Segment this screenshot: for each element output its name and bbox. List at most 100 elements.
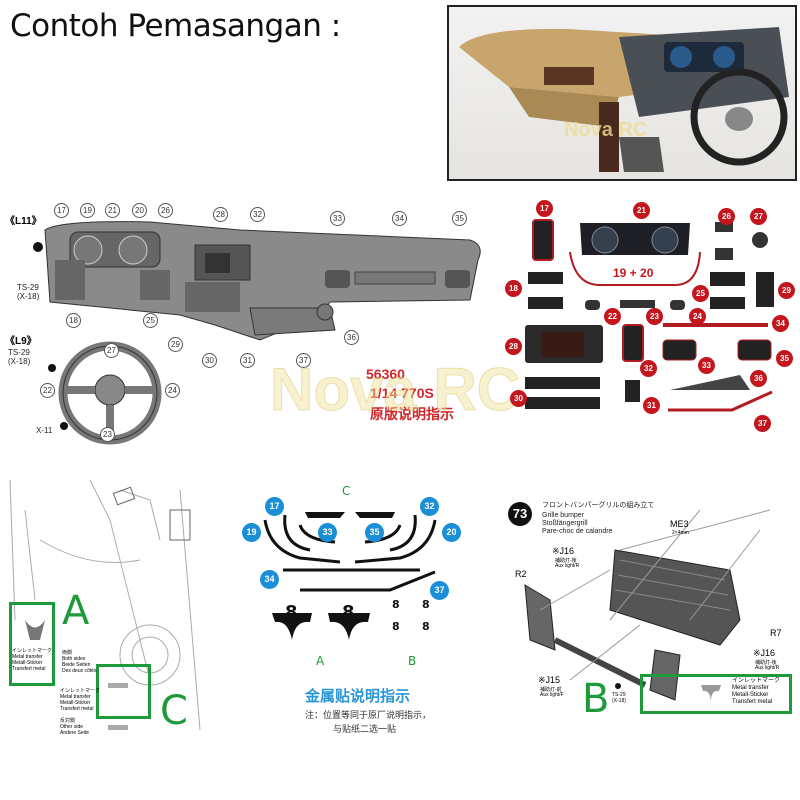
letter-a: A (62, 588, 90, 634)
j16-b-sub2: Aux light/R (755, 665, 780, 671)
model-number: 56360 (366, 366, 405, 382)
parts-callout-33: 33 (698, 357, 715, 374)
dash-callout-36: 36 (344, 330, 359, 345)
sticker-note-2: 与贴纸二选一贴 (333, 724, 397, 734)
dash-callout-32: 32 (250, 207, 265, 222)
label-l11: 《L11》 (5, 216, 42, 227)
metal-emblem-icon (701, 685, 721, 701)
parts-callout-21: 21 (633, 202, 650, 219)
c-text-line: インレットマーク (60, 688, 101, 694)
b-text-line: インレットマーク (732, 678, 781, 684)
svg-text:8: 8 (422, 598, 430, 611)
parts-callout-26: 26 (718, 208, 735, 225)
page-title: Contoh Pemasangan : (10, 8, 341, 44)
dash-callout-23: 23 (100, 427, 115, 442)
sticker-callout-34: 34 (260, 570, 279, 589)
parts-callout-35: 35 (776, 350, 793, 367)
step-title-jp: フロントバンパーグリルの組み立て (542, 502, 655, 509)
truck-side-drawing (9, 480, 201, 731)
b-text-line: Metall-Sticker (732, 692, 769, 698)
a-text-line: Metal transfer (12, 654, 43, 660)
both-sides-line: Beide Seiten (62, 662, 91, 668)
step-number: 73 (508, 502, 532, 526)
both-sides-line: Both sides (62, 656, 86, 662)
a-text-line: インレットマーク (12, 648, 53, 654)
sticker-callout-17: 17 (265, 497, 284, 516)
dash-callout-33: 33 (330, 211, 345, 226)
r2-label: R2 (515, 569, 527, 579)
parts-drawing (525, 219, 774, 412)
other-side-line: 反対側 (60, 718, 76, 724)
a-text-line: Metall-Sticker (12, 660, 43, 666)
ts29-label: TS-29 (17, 283, 39, 292)
svg-text:8: 8 (285, 602, 298, 623)
sticker-callout-33: 33 (318, 523, 337, 542)
b-text-line: Transfert metal (732, 699, 773, 705)
parts-callout-37: 37 (754, 415, 771, 432)
sticker-callout-20: 20 (442, 523, 461, 542)
parts-callout-24: 24 (689, 308, 706, 325)
x18-label: (X-18) (17, 292, 40, 301)
parts-callout-34: 34 (772, 315, 789, 332)
b-text-line: Metal transfer (732, 685, 769, 691)
both-sides-line: 両側 (62, 650, 73, 656)
j16-a-sub2: Aux light/R (555, 563, 580, 569)
r7-label: R7 (770, 628, 782, 638)
label-a: A (316, 654, 325, 668)
manual-caption: 原版说明指示 (370, 406, 454, 422)
dash-callout-27: 27 (104, 343, 119, 358)
dash-callout-31: 31 (240, 353, 255, 368)
dashboard-photo-image (459, 27, 789, 172)
c-text-line: Metall-Sticker (60, 700, 91, 706)
parts-callout-29: 29 (778, 282, 795, 299)
other-side-line: Other side (60, 724, 84, 730)
dash-callout-35: 35 (452, 211, 467, 226)
dash-callout-17: 17 (54, 203, 69, 218)
dash-callout-26: 26 (158, 203, 173, 218)
marker-box-b (640, 674, 792, 714)
dash-callout-34: 34 (392, 211, 407, 226)
a-text-line: Transfert metal (12, 666, 46, 672)
parts-callout-23: 23 (646, 308, 663, 325)
step-title-de: Stoßfängergrill (542, 520, 588, 527)
c-text-line: Metal transfer (60, 694, 91, 700)
letter-b: B (582, 676, 610, 722)
j15-sub2: Aux light/F (540, 692, 564, 698)
dash-callout-19: 19 (80, 203, 95, 218)
me3-label: ME3 (670, 519, 689, 529)
dash-callout-24: 24 (165, 383, 180, 398)
j15-sub1: 補助灯-前 (540, 687, 562, 693)
parts-callout-36: 36 (750, 370, 767, 387)
label-b: B (408, 654, 417, 668)
parts-callout-17: 17 (536, 200, 553, 217)
j15-label: ※J15 (538, 675, 561, 685)
j16-a-sub1: 補助灯-後 (555, 558, 577, 564)
parts-callout-30: 30 (510, 390, 527, 407)
sticker-callout-37: 37 (430, 581, 449, 600)
dash-callout-30: 30 (202, 353, 217, 368)
dash-callout-22: 22 (40, 383, 55, 398)
photo-watermark: Nova RC (564, 119, 648, 141)
ts29-label-2: TS-29 (8, 348, 30, 357)
marker-box-c (96, 664, 151, 719)
both-sides-line: Des deux côtés (62, 668, 97, 674)
me3-size: 2×4mm (672, 530, 689, 536)
parts-callout-22: 22 (604, 308, 621, 325)
parts-callout-1920: 19 + 20 (613, 266, 654, 280)
dash-callout-21: 21 (105, 203, 120, 218)
sticker-callout-35: 35 (365, 523, 384, 542)
bumper-instructions: 73 フロントバンパーグリルの組み立て Grille bumper Stoßfä… (500, 490, 800, 722)
j16-label-a: ※J16 (552, 546, 575, 556)
parts-callout-27: 27 (750, 208, 767, 225)
parts-callout-25: 25 (692, 285, 709, 302)
sticker-callout-19: 19 (242, 523, 261, 542)
parts-callout-32: 32 (640, 360, 657, 377)
